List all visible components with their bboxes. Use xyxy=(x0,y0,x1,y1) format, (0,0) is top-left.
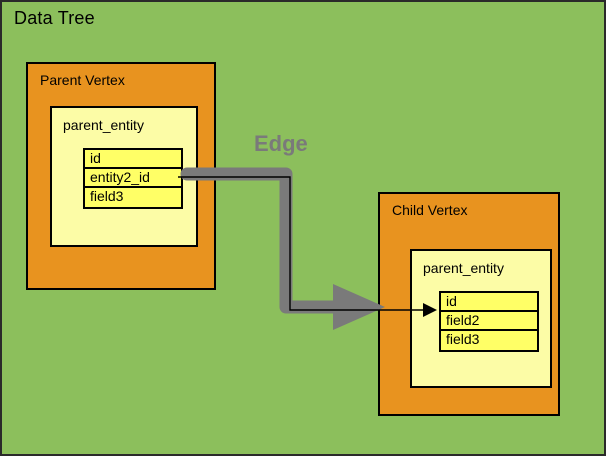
field-row[interactable]: id xyxy=(85,150,181,169)
child-vertex-box[interactable]: Child Vertex parent_entity id field2 fie… xyxy=(378,192,560,416)
field-row[interactable]: field2 xyxy=(441,312,537,331)
parent-entity-field-table: id entity2_id field3 xyxy=(83,148,183,209)
field-row[interactable]: field3 xyxy=(441,331,537,350)
field-row[interactable]: id xyxy=(441,293,537,312)
parent-entity-title: parent_entity xyxy=(63,117,144,133)
child-entity-title: parent_entity xyxy=(423,260,504,276)
parent-vertex-box[interactable]: Parent Vertex parent_entity id entity2_i… xyxy=(26,62,216,290)
child-entity-field-table: id field2 field3 xyxy=(439,291,539,352)
child-vertex-title: Child Vertex xyxy=(392,202,468,218)
field-row[interactable]: entity2_id xyxy=(85,169,181,188)
page-title: Data Tree xyxy=(14,8,95,28)
edge-label: Edge xyxy=(254,131,308,156)
parent-vertex-title: Parent Vertex xyxy=(40,72,125,88)
field-row[interactable]: field3 xyxy=(85,188,181,207)
child-entity-box[interactable]: parent_entity id field2 field3 xyxy=(410,249,552,388)
parent-entity-box[interactable]: parent_entity id entity2_id field3 xyxy=(50,106,198,247)
